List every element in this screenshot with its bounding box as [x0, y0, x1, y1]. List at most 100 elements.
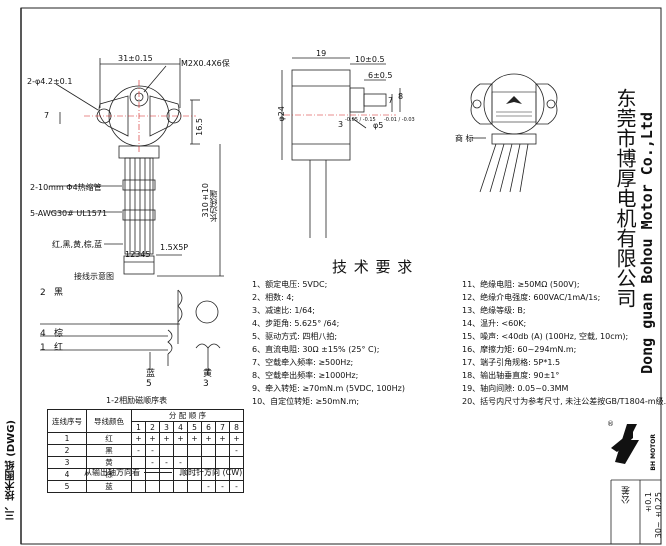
- dim-width-31: 31±0.15: [118, 54, 153, 63]
- wire-colors: 红,黑,黄,棕,蓝: [52, 240, 103, 249]
- dim-7r: 7: [388, 96, 394, 105]
- seq-lead-no: 4: [47, 468, 87, 481]
- left-strip-heading: 三、技术图纸 (DWG): [6, 420, 17, 521]
- seq-header-lead: 连线序号: [47, 409, 87, 433]
- seq-step-header: 6: [201, 421, 216, 433]
- tolerance-1: ±0.1: [644, 492, 653, 514]
- seq-mark: +: [159, 432, 174, 445]
- seq-mark: [201, 456, 216, 469]
- side-view: [281, 57, 401, 238]
- seq-lead-color: 红: [86, 432, 132, 445]
- specs-title: 技 术 要 求: [332, 258, 414, 276]
- seq-lead-color: 蓝: [86, 480, 132, 493]
- seq-mark: -: [201, 480, 216, 493]
- seq-lead-no: 5: [47, 480, 87, 493]
- spec-line: 17、端子引角规格: 5P*1.5: [462, 358, 561, 367]
- tolerance-2: 30~ ±0.25: [654, 492, 663, 539]
- seq-step-header: 7: [215, 421, 230, 433]
- spec-line: 1、额定电压: 5VDC;: [252, 280, 328, 289]
- spec-line: 2、相数: 4;: [252, 293, 295, 302]
- spec-line: 6、直流电阻: 30Ω ±15% (25° C);: [252, 345, 380, 354]
- spec-line: 20、括号内尺寸为参考尺寸, 未注公差按GB/T1804-m级.: [462, 397, 666, 406]
- dim-phi5-tol: -0.01 / -0.03: [384, 117, 415, 123]
- pin-numbers: 12345: [125, 250, 151, 259]
- dim-phi5: φ5: [373, 121, 384, 130]
- spec-line: 4、步距角: 5.625° /64;: [252, 319, 340, 328]
- company-name-cn: 东莞市博厚电机有限公司: [613, 88, 637, 308]
- seq-mark: [201, 444, 216, 457]
- bh-logo-icon: [611, 424, 639, 464]
- spec-line: 12、绝缘介电强度: 600VAC/1mA/1s;: [462, 293, 601, 302]
- tolerance-label: 公差: [622, 486, 632, 504]
- seq-mark: +: [215, 432, 230, 445]
- seq-footer-arrow: [144, 472, 172, 473]
- dim-phi24: φ24: [277, 106, 286, 122]
- seq-step-header: 5: [187, 421, 202, 433]
- wire-3-num: 3: [203, 379, 209, 389]
- seq-lead-color: 黄: [86, 456, 132, 469]
- spec-line: 14、温升: <60K;: [462, 319, 527, 328]
- dim-8r: 8: [398, 92, 404, 101]
- dim-hole: 2-φ4.2±0.1: [27, 77, 73, 86]
- dim-pitch: 1.5X5P: [160, 243, 189, 252]
- wire-2-num: 2: [40, 288, 46, 298]
- seq-mark: [131, 480, 146, 493]
- spec-line: 19、轴向间隙: 0.05~0.3MM: [462, 384, 569, 393]
- wiring-schematic: [40, 289, 221, 376]
- wire-5-color: 蓝: [146, 369, 156, 379]
- seq-mark: [187, 480, 202, 493]
- spec-line: 11、绝缘电阻: ≥50MΩ (500V);: [462, 280, 580, 289]
- side-label: 长边线端: [209, 190, 218, 222]
- seq-mark: [173, 444, 188, 457]
- seq-header-color: 导线颜色: [86, 409, 132, 433]
- seq-mark: [159, 444, 174, 457]
- company-name-en: Dong guan Bohou Motor Co.,Ltd: [638, 112, 656, 374]
- logo-text: BH MOTOR: [650, 434, 657, 471]
- wire-3-color: 黄: [203, 369, 213, 379]
- seq-mark: [173, 480, 188, 493]
- spec-line: 3、减速比: 1/64;: [252, 306, 315, 315]
- seq-mark: +: [229, 432, 244, 445]
- seq-mark: -: [145, 456, 160, 469]
- seq-mark: +: [201, 432, 216, 445]
- specs-left: 1、额定电压: 5VDC; 2、相数: 4; 3、减速比: 1/64; 4、步距角: …: [252, 278, 405, 408]
- dim-3: 3: [338, 120, 344, 129]
- spec-line: 13、绝缘等级: B;: [462, 306, 526, 315]
- dim-10: 10±0.5: [355, 55, 385, 64]
- specs-right: 11、绝缘电阻: ≥50MΩ (500V); 12、绝缘介电强度: 600VAC/…: [462, 278, 666, 408]
- dim-16-5: 16.5: [195, 118, 204, 136]
- spec-line: 15、噪声: <40db (A) (100Hz, 空载, 10cm);: [462, 332, 629, 341]
- seq-mark: -: [215, 480, 230, 493]
- spec-line: 10、自定位转矩: ≥50mN.m;: [252, 397, 360, 406]
- spec-line: 7、空载牵入频率: ≥500Hz;: [252, 358, 354, 367]
- tube-label: 2-10mm Φ4热缩管: [30, 183, 102, 192]
- seq-footer-b: 顺时针方向 (CW): [180, 468, 243, 477]
- seq-mark: [215, 456, 230, 469]
- seq-mark: [215, 444, 230, 457]
- seq-lead-no: 3: [47, 456, 87, 469]
- dim-7: 7: [44, 111, 50, 120]
- dim-6: 6±0.5: [368, 71, 393, 80]
- seq-footer-a: 从输出轴方向看: [84, 468, 140, 477]
- wiring-title: 接线示意图: [74, 272, 114, 281]
- wire-4-num: 4: [40, 329, 46, 339]
- registered-mark: ®: [607, 420, 614, 428]
- seq-mark: -: [229, 480, 244, 493]
- wire-1-color: 红: [54, 343, 64, 353]
- seq-lead-no: 1: [47, 432, 87, 445]
- seq-mark: +: [131, 432, 146, 445]
- seq-lead-color: 黑: [86, 444, 132, 457]
- seq-mark: +: [173, 432, 188, 445]
- dim-screw: M2X0.4X6保: [181, 59, 230, 68]
- spec-line: 5、驱动方式: 四相八拍;: [252, 332, 338, 341]
- seq-lead-no: 2: [47, 444, 87, 457]
- dim-19: 19: [316, 49, 327, 58]
- seq-mark: [131, 456, 146, 469]
